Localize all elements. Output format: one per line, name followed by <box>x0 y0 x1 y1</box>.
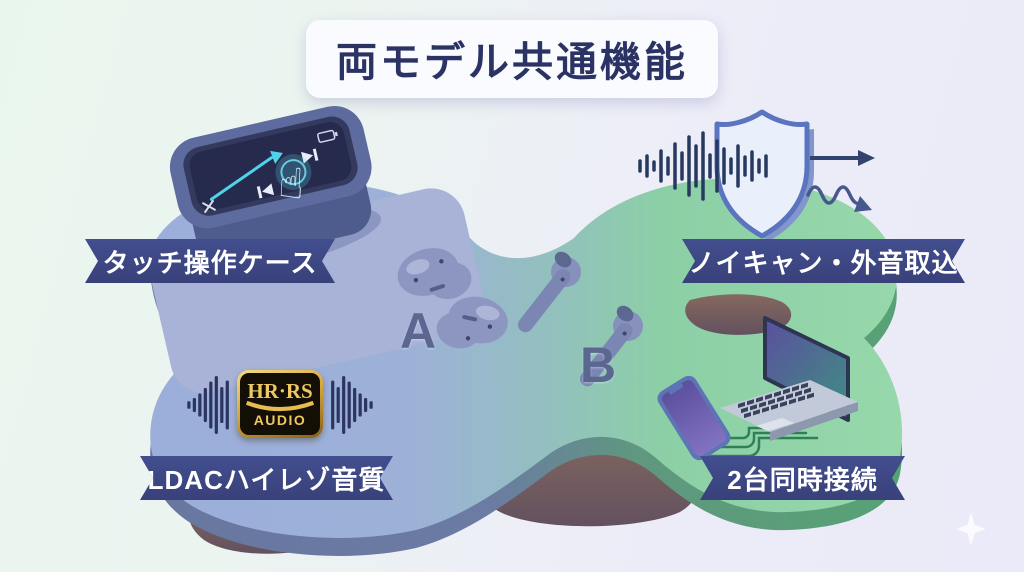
laptop-trackpad <box>756 418 794 431</box>
badge-bottom-text: AUDIO <box>253 412 307 428</box>
feature-label-dual-connection: 2台同時接続 <box>700 456 905 500</box>
badge-top-text: HR·RS <box>247 379 313 403</box>
touch-hand-icon: ☝ <box>277 159 305 207</box>
case-touchscreen <box>189 121 352 211</box>
screen-slider <box>209 156 274 201</box>
waveform-right-icon <box>331 375 373 435</box>
touch-ripple <box>280 159 307 186</box>
attenuated-wave-arrow-icon <box>806 185 872 212</box>
noise-canceling-illustration <box>638 109 875 241</box>
page-title: 両モデル共通機能 <box>336 39 688 85</box>
skip-back-icon <box>256 183 275 199</box>
shield-icon <box>714 109 814 241</box>
feature-label-ldac: LDACハイレゾ音質 <box>140 456 393 500</box>
earbud-b-icon <box>517 251 643 387</box>
battery-icon <box>317 129 338 143</box>
waveform-left-icon <box>187 375 229 435</box>
laptop-icon <box>720 316 858 441</box>
connection-lines <box>707 426 819 458</box>
smartphone-icon <box>657 375 731 461</box>
feature-label-touch-case: タッチ操作ケース <box>85 239 335 283</box>
dual-connection-illustration <box>657 316 858 461</box>
charging-case-illustration: ☝ <box>151 105 484 393</box>
model-b-label: B <box>580 337 617 393</box>
title-banner: 両モデル共通機能 <box>306 20 718 98</box>
passthrough-arrow-icon <box>810 150 875 166</box>
close-icon <box>202 199 216 214</box>
model-a-label: A <box>400 303 437 359</box>
skip-forward-icon <box>301 148 319 164</box>
earbud-a-icon <box>397 248 508 349</box>
badge-curve <box>245 401 315 412</box>
slider-arrow-icon <box>270 150 283 165</box>
laptop-keyboard <box>738 382 814 419</box>
earbuds-illustration <box>397 248 643 387</box>
hires-audio-badge: HR·RS AUDIO <box>237 370 323 438</box>
feature-label-noise-canceling: ノイキャン・外音取込 <box>682 239 965 283</box>
waveform-icon <box>638 131 768 201</box>
